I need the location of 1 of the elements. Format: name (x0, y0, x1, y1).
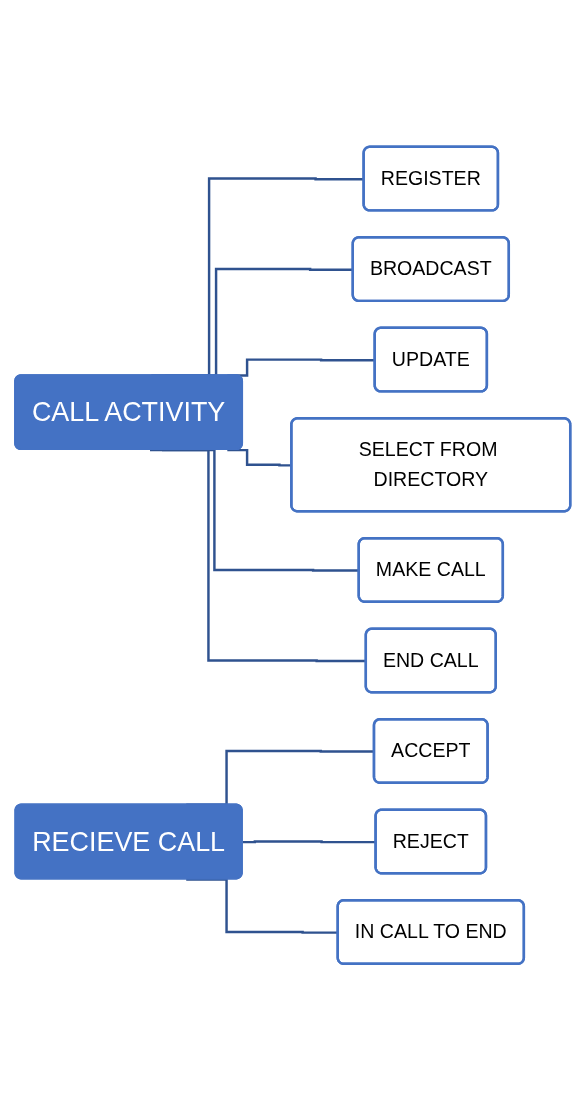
connector (227, 449, 292, 467)
